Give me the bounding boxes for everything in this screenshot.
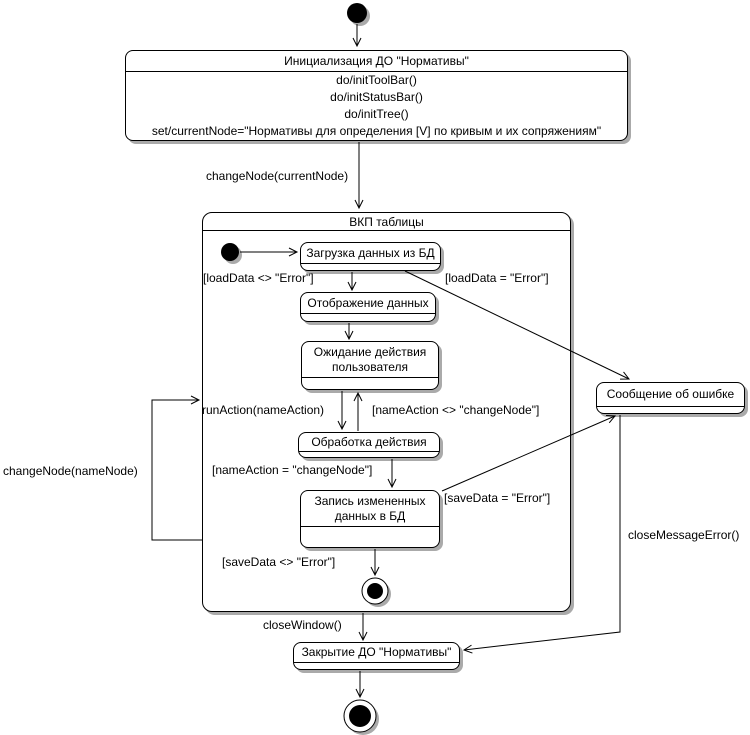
state-composite-vkp-table[interactable]: ВКП таблицы	[202, 212, 571, 612]
state-wait-user[interactable]: Ожидание действия пользователя	[301, 341, 439, 390]
state-process-action[interactable]: Обработка действия	[298, 432, 440, 458]
state-display-data[interactable]: Отображение данных	[300, 292, 436, 322]
label-save-err-guard: [saveData = "Error"]	[444, 491, 551, 505]
label-run-action: runAction(nameAction)	[202, 403, 325, 417]
state-error-message[interactable]: Сообщение об ошибке	[596, 382, 745, 414]
label-change-node-current: changeNode(currentNode)	[206, 169, 349, 183]
transition-composite-self-loop	[151, 395, 202, 541]
state-process-action-label: Обработка действия	[311, 434, 427, 449]
state-wait-user-label: Ожидание действия пользователя	[313, 344, 427, 374]
state-error-message-label: Сообщение об ошибке	[606, 387, 735, 401]
state-close-footer	[294, 662, 459, 669]
label-name-action-ne-guard: [nameAction <> "changeNode"]	[372, 403, 540, 417]
state-init-action-2: do/initStatusBar()	[330, 90, 423, 104]
state-save-data[interactable]: Запись измененных данных в БД	[300, 490, 440, 548]
state-display-data-footer	[301, 313, 435, 321]
label-close-window: closeWindow()	[263, 618, 342, 632]
state-wait-user-footer	[302, 377, 438, 389]
state-composite-title: ВКП таблицы	[203, 213, 570, 231]
final-state-bottom	[343, 699, 379, 735]
state-load-data[interactable]: Загрузка данных из БД	[300, 242, 441, 271]
state-save-data-footer	[301, 526, 439, 547]
label-load-err-guard: [loadData = "Error"]	[445, 271, 549, 285]
state-close[interactable]: Закрытие ДО "Нормативы"	[293, 642, 460, 670]
state-init-action-1: do/initToolBar()	[336, 73, 417, 87]
label-name-action-eq-guard: [nameAction = "changeNode"]	[212, 463, 373, 477]
label-close-message-error: closeMessageError()	[628, 528, 740, 542]
label-load-ok-guard: [loadData <> "Error"]	[203, 271, 314, 285]
state-error-message-footer	[597, 406, 744, 413]
state-init[interactable]: Инициализация ДО "Нормативы" do/initTool…	[125, 50, 628, 141]
state-load-data-footer	[301, 263, 440, 270]
state-save-data-label: Запись измененных данных в БД	[314, 493, 426, 523]
initial-state-top	[347, 3, 370, 26]
state-display-data-label: Отображение данных	[307, 295, 429, 310]
label-change-node-name: changeNode(nameNode)	[3, 464, 138, 478]
state-load-data-label: Загрузка данных из БД	[306, 245, 435, 260]
label-save-ok-guard: [saveData <> "Error"]	[222, 555, 336, 569]
state-close-label: Закрытие ДО "Нормативы"	[301, 645, 452, 659]
state-init-action-4: set/currentNode="Нормативы для определен…	[151, 124, 602, 138]
state-process-action-footer	[299, 451, 439, 457]
state-init-action-3: do/initTree()	[344, 107, 409, 121]
state-init-title: Инициализация ДО "Нормативы"	[126, 51, 627, 72]
